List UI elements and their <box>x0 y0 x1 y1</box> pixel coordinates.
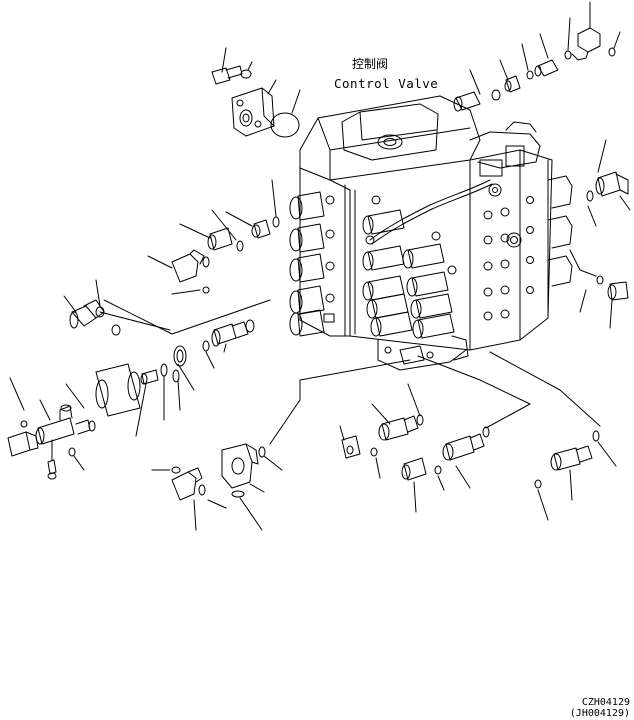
title-chinese: 控制阀 <box>352 57 389 71</box>
left-spool-stack <box>290 192 334 336</box>
center-solenoid-stack <box>363 196 456 338</box>
title-english: Control Valve <box>334 76 439 91</box>
top-right-fittings <box>454 2 620 111</box>
flange-assembly <box>212 48 300 137</box>
lower-fittings <box>152 140 630 530</box>
control-valve-body <box>290 96 572 370</box>
drawing-code-alt: (JH004129) <box>569 708 630 719</box>
left-fittings <box>8 180 279 479</box>
drawing-code: CZH04129 <box>581 697 630 708</box>
